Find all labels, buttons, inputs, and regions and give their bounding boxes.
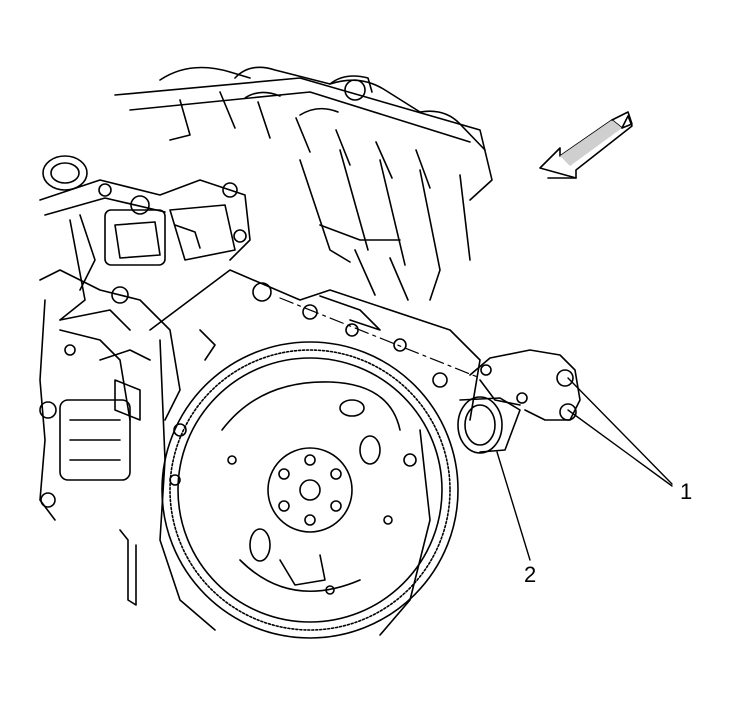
- leader-lines: [496, 377, 673, 561]
- engine-block: [149, 269, 481, 636]
- callout-label: 1: [680, 479, 693, 504]
- cylinder-head: [114, 66, 493, 201]
- intake-runners: [299, 149, 471, 301]
- direction-arrow-icon: [539, 111, 633, 179]
- leader-2: [496, 451, 531, 561]
- callout-label: 2: [524, 562, 537, 587]
- flywheel: [161, 341, 459, 639]
- timing-cover: [39, 269, 181, 606]
- center-line: [279, 297, 481, 379]
- leader-1b: [567, 409, 673, 487]
- thermostat-housing: [457, 349, 581, 454]
- leader-1a: [567, 377, 673, 485]
- block-upper-left: [39, 155, 251, 321]
